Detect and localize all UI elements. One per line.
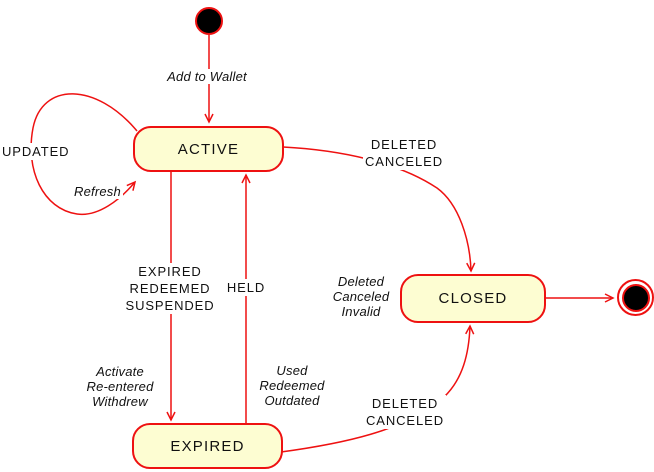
state-closed-label: CLOSED — [438, 290, 508, 307]
transition-label-add-to-wallet: Add to Wallet — [165, 69, 249, 85]
initial-state-icon — [195, 7, 223, 35]
state-active-label: ACTIVE — [177, 140, 240, 158]
edge-active-self-loop — [30, 93, 138, 216]
transition-label-updated: UPDATED — [0, 143, 72, 161]
final-state-inner-dot — [621, 283, 650, 312]
transition-note-deleted-canceled-invalid: Deleted Canceled Invalid — [330, 274, 392, 320]
transition-label-active-to-closed: DELETED CANCELED — [363, 136, 445, 171]
state-expired: EXPIRED — [132, 423, 283, 469]
state-closed: CLOSED — [400, 274, 546, 323]
final-state-icon — [617, 279, 654, 316]
edge-active-to-closed — [282, 146, 476, 273]
transition-label-expired-to-closed: DELETED CANCELED — [364, 395, 446, 430]
state-expired-label: EXPIRED — [170, 437, 245, 455]
transition-note-used-redeemed-outdated: Used Redeemed Outdated — [257, 363, 327, 409]
transition-label-active-to-expired: EXPIRED REDEEMED SUSPENDED — [123, 263, 217, 315]
transition-label-held: HELD — [224, 279, 268, 297]
state-active: ACTIVE — [133, 126, 284, 172]
transition-label-refresh: Refresh — [72, 184, 123, 200]
transition-note-activate-reentered-withdrew: Activate Re-entered Withdrew — [84, 364, 156, 410]
